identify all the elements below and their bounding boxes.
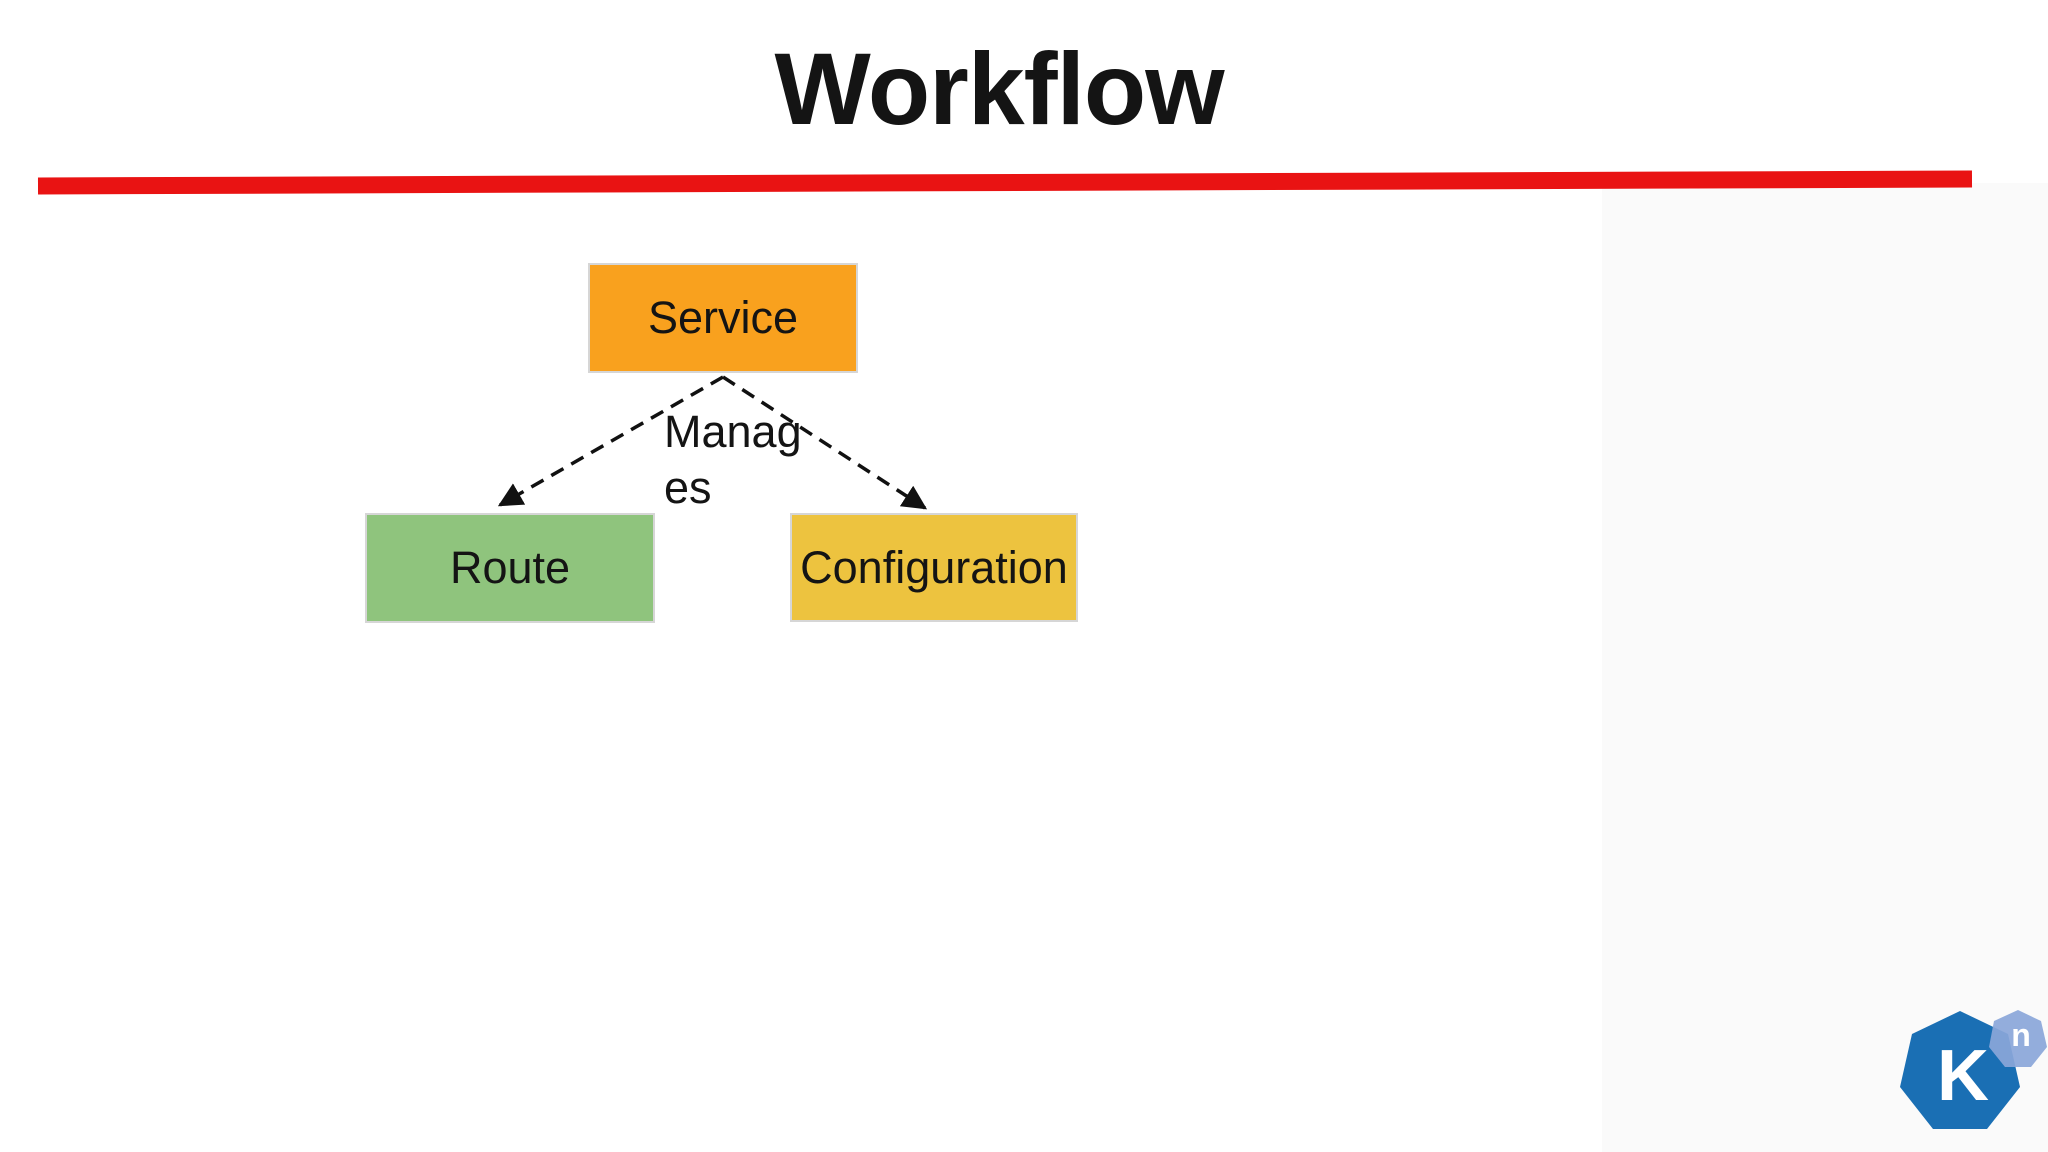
logo-letter-k: K <box>1937 1036 1989 1116</box>
node-route-label: Route <box>449 542 571 593</box>
node-route: Route <box>365 513 655 623</box>
heptagon-main-icon <box>1900 1011 2020 1129</box>
edge-service-to-configuration <box>722 375 928 510</box>
logo-letter-n: n <box>2011 1017 2031 1053</box>
red-divider-line <box>37 170 1973 195</box>
edge-label-line1: Manag <box>664 406 802 457</box>
node-service: Service <box>588 263 858 373</box>
node-configuration-label: Configuration <box>800 541 1068 593</box>
knative-logo-icon: K n <box>1900 1010 2047 1129</box>
edge-label-manages: Manag es <box>664 404 802 516</box>
right-background-panel <box>1602 183 2048 1152</box>
edge-label-line2: es <box>664 462 712 513</box>
node-configuration: Configuration <box>790 513 1078 622</box>
edge-service-to-route <box>497 375 724 507</box>
node-service-label: Service <box>647 292 799 343</box>
page-title: Workflow <box>774 32 1224 146</box>
heptagon-badge-icon <box>1989 1010 2047 1067</box>
knative-logo: K n <box>1890 1000 2048 1152</box>
